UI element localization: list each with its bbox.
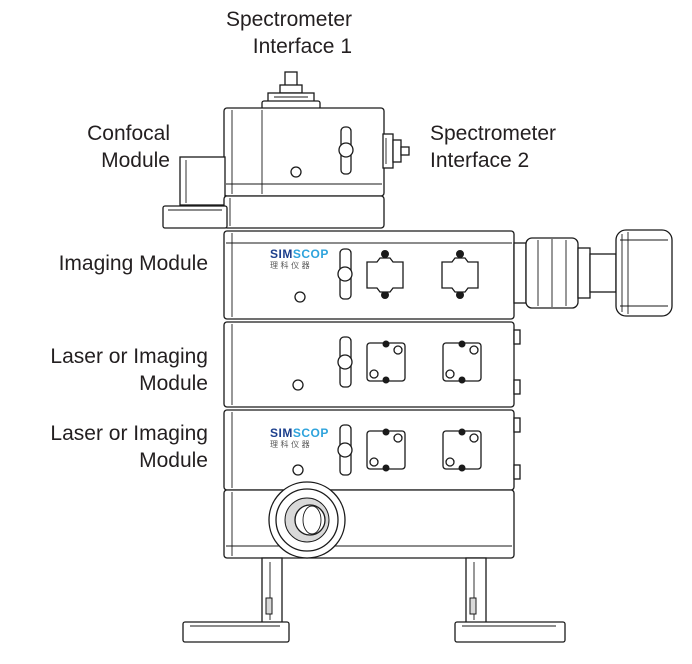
- laser-imaging-module-1-body: [223, 321, 521, 408]
- simscop-logo-top: SIMSCOP 理 科 仪 器: [270, 248, 329, 270]
- label-spectrometer-interface-1: Spectrometer Interface 1: [225, 8, 352, 58]
- simscop-logo-bottom: SIMSCOP 理 科 仪 器: [270, 427, 329, 449]
- imaging-window-right: [441, 250, 479, 299]
- base-module-body: [223, 481, 515, 559]
- label-laser-or-imaging-module-1: Laser or Imaging Module: [50, 345, 208, 395]
- imaging-module-body: [223, 230, 515, 320]
- laser-port-right-2: [442, 428, 482, 472]
- spectrometer-interface-1-port: [261, 71, 321, 110]
- left-leg: [182, 557, 290, 643]
- confocal-side-box: [179, 156, 226, 206]
- laser-imaging-module-2-body: [223, 409, 521, 491]
- logo-brand-first: SIM: [270, 426, 293, 440]
- adapter-plate: [162, 195, 385, 229]
- logo-brand-second: SCOP: [292, 426, 329, 440]
- right-leg: [454, 557, 566, 643]
- imaging-window-left: [366, 250, 404, 299]
- label-laser-or-imaging-module-2: Laser or Imaging Module: [50, 422, 208, 472]
- logo-brand-second: SCOP: [292, 247, 329, 261]
- objective-port: [268, 481, 346, 559]
- logo-subtitle: 理 科 仪 器: [270, 440, 310, 449]
- laser-port-left-2: [366, 428, 406, 472]
- camera-assembly: [513, 229, 673, 317]
- spectrometer-interface-2-port: [382, 133, 410, 169]
- label-spectrometer-interface-2: Spectrometer Interface 2: [430, 122, 557, 172]
- logo-brand-first: SIM: [270, 247, 293, 261]
- label-imaging-module: Imaging Module: [58, 252, 208, 275]
- laser-port-left-1: [366, 340, 406, 384]
- logo-subtitle: 理 科 仪 器: [270, 261, 310, 270]
- confocal-module-body: [223, 107, 385, 197]
- label-confocal-module: Confocal Module: [87, 122, 170, 172]
- laser-port-right-1: [442, 340, 482, 384]
